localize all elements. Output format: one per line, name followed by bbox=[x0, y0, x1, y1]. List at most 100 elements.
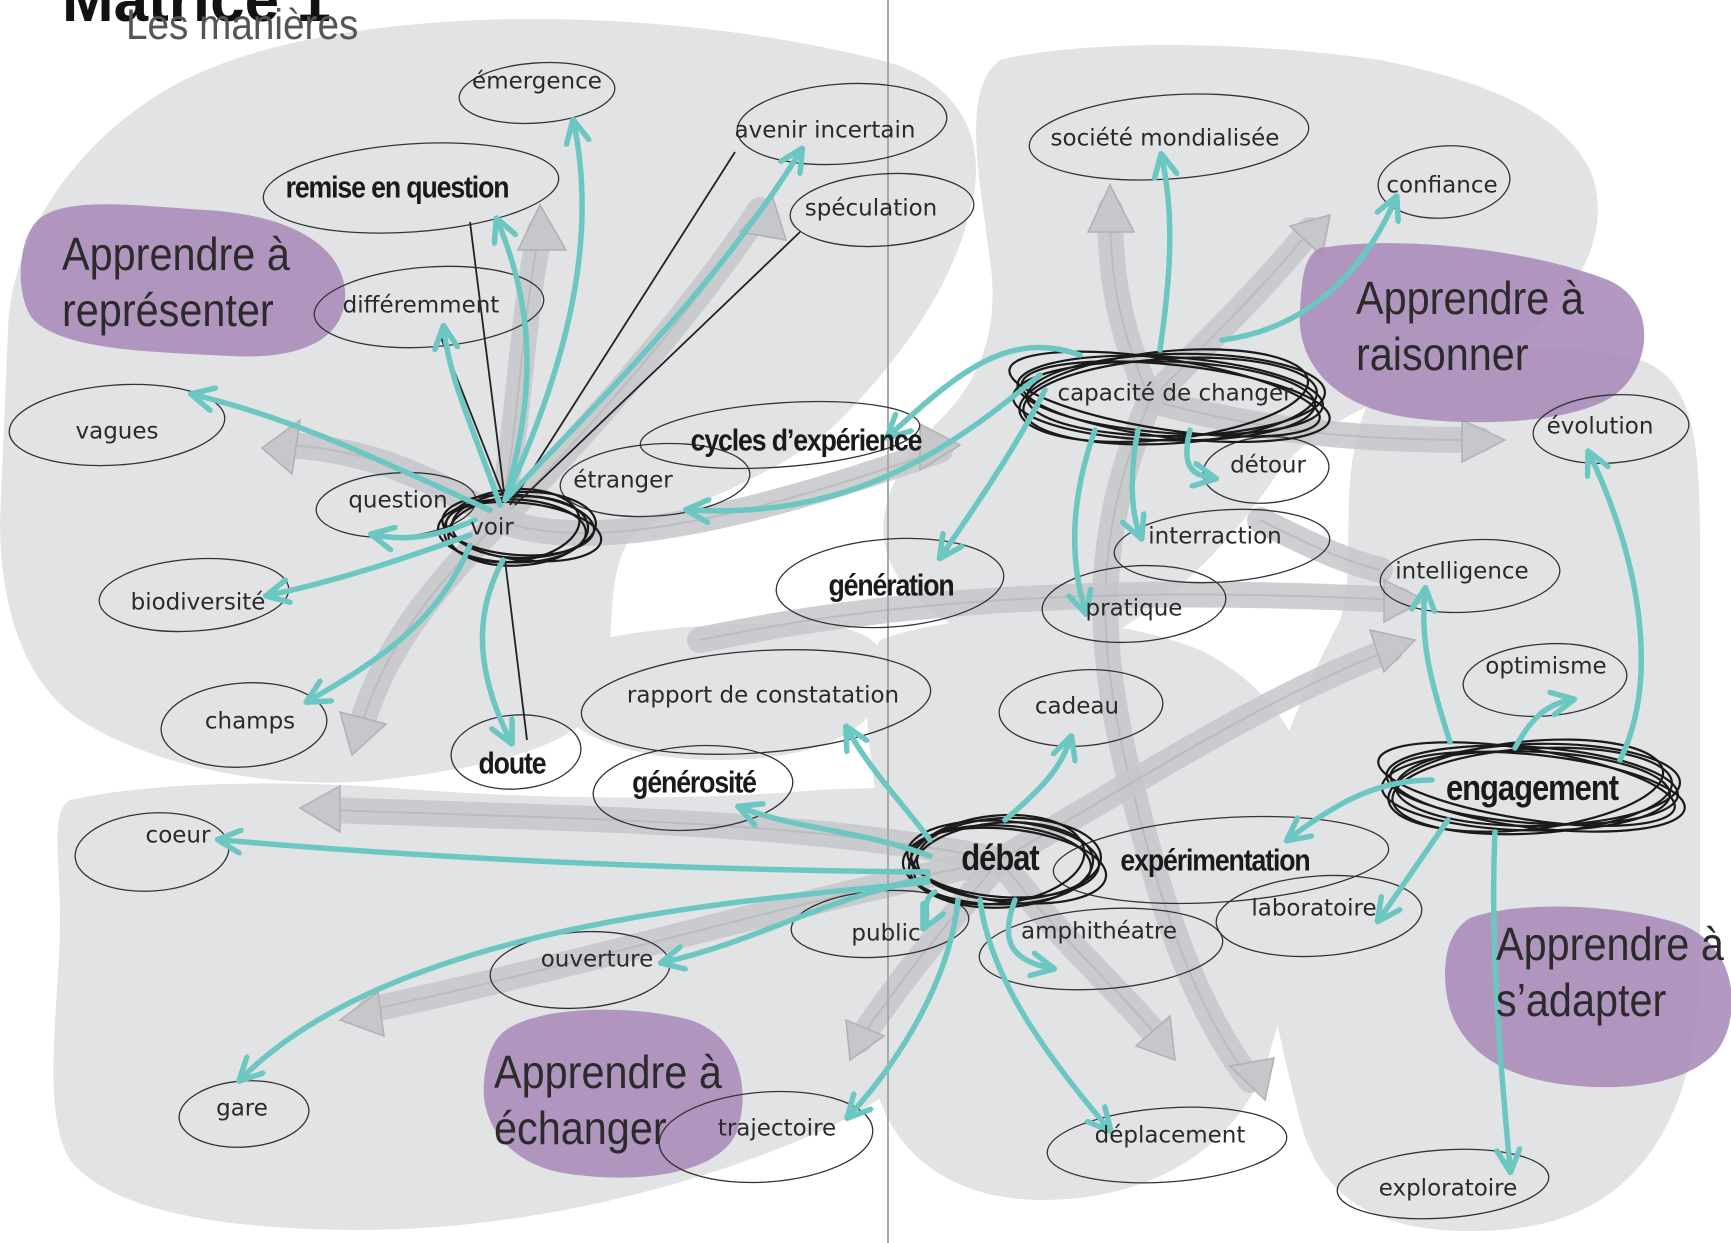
teal-arrow-9 bbox=[1160, 158, 1170, 353]
goal-raisonner: Apprendre à raisonner bbox=[1356, 270, 1584, 382]
teal-arrow-8 bbox=[479, 557, 510, 740]
goal-blob-representer bbox=[20, 204, 346, 357]
bg-blob-5 bbox=[550, 623, 888, 760]
black-line-0 bbox=[469, 221, 506, 501]
concept-speculation: spéculation bbox=[804, 195, 938, 222]
hub-scribble-2-3 bbox=[901, 824, 1092, 906]
goal-raisonner-line1: Apprendre à bbox=[1356, 272, 1584, 324]
bg-blob-0 bbox=[0, 19, 976, 783]
concept-evolution: évolution bbox=[1546, 413, 1654, 440]
concept-oval-2 bbox=[262, 142, 560, 234]
concept-vagues: vagues bbox=[75, 418, 159, 445]
hub-debat: débat bbox=[961, 837, 1039, 878]
concept-ouverture: ouverture bbox=[540, 946, 654, 973]
gray-arrowhead-10 bbox=[338, 990, 385, 1038]
concept-oval-32 bbox=[1046, 1106, 1288, 1184]
concept-remise-en-question: remise en question bbox=[285, 169, 510, 205]
teal-arrow-29 bbox=[925, 889, 935, 925]
teal-arrow-17 bbox=[1424, 592, 1453, 745]
concept-oval-4 bbox=[313, 265, 545, 349]
goal-echanger-line1: Apprendre à bbox=[494, 1046, 722, 1098]
concept-oval-16 bbox=[1113, 508, 1331, 584]
background-gray-arrows bbox=[260, 183, 1507, 1102]
hub-engagement: engagement bbox=[1445, 767, 1619, 808]
concept-oval-1 bbox=[736, 82, 948, 166]
concept-generation: génération bbox=[828, 567, 954, 603]
black-line-4 bbox=[504, 559, 528, 741]
concept-oval-22 bbox=[998, 669, 1164, 747]
concept-oval-5 bbox=[8, 383, 226, 467]
teal-arrow-30 bbox=[850, 897, 961, 1115]
gray-arrowhead-12 bbox=[1134, 1014, 1176, 1062]
concept-trajectoire: trajectoire bbox=[717, 1115, 837, 1142]
concept-oval-13 bbox=[1377, 145, 1511, 219]
concept-oval-8 bbox=[639, 400, 921, 470]
hub-scribble-3-5 bbox=[1389, 750, 1686, 833]
concept-oval-0 bbox=[458, 61, 616, 125]
concept-emergence: émergence bbox=[472, 68, 602, 95]
teal-arrow-11 bbox=[890, 344, 1083, 435]
teal-arrow-26 bbox=[222, 840, 931, 875]
teal-arrow-5 bbox=[375, 517, 478, 538]
concept-biodiversite: biodiversité bbox=[130, 589, 266, 616]
teal-arrow-21 bbox=[1380, 817, 1451, 918]
teal-arrow-14 bbox=[1075, 427, 1098, 610]
gray-arrow-edge-12 bbox=[999, 859, 1161, 1041]
concept-exploratoire: exploratoire bbox=[1378, 1175, 1518, 1202]
teal-arrow-1 bbox=[502, 152, 800, 503]
goal-adapter-line2: s’adapter bbox=[1496, 974, 1667, 1026]
teal-arrow-24 bbox=[1002, 740, 1070, 823]
teal-arrow-4 bbox=[195, 395, 493, 513]
black-connector-lines bbox=[439, 151, 801, 741]
teal-arrow-10 bbox=[1219, 200, 1395, 343]
teal-arrow-16 bbox=[1184, 427, 1212, 478]
concept-oval-11 bbox=[450, 714, 582, 790]
teal-arrow-15 bbox=[1132, 427, 1140, 535]
goal-echanger: Apprendre à échanger bbox=[494, 1044, 722, 1156]
concept-ovals bbox=[8, 61, 1690, 1220]
concept-oval-25 bbox=[1052, 815, 1390, 905]
teal-arrow-7 bbox=[310, 542, 473, 700]
goal-representer-line2: représenter bbox=[62, 284, 274, 336]
bg-blob-1 bbox=[883, 45, 1598, 651]
concept-oval-26 bbox=[1215, 874, 1423, 958]
concept-cadeau: cadeau bbox=[1034, 693, 1120, 720]
teal-arrow-2 bbox=[498, 222, 530, 503]
concept-public: public bbox=[851, 920, 921, 947]
concept-cycles-experience: cycles d’expérience bbox=[690, 422, 923, 458]
gray-arrowhead-7 bbox=[1461, 418, 1507, 464]
teal-arrow-18 bbox=[1512, 700, 1570, 751]
concept-oval-33 bbox=[1336, 1148, 1550, 1220]
goal-blob-adapter bbox=[1445, 906, 1731, 1088]
goal-blobs bbox=[20, 204, 1731, 1178]
hub-scribble-3-6 bbox=[1377, 741, 1676, 827]
goal-adapter-line1: Apprendre à bbox=[1496, 918, 1724, 970]
concept-champs: champs bbox=[204, 708, 296, 735]
concept-oval-3 bbox=[789, 172, 975, 248]
gray-arrow-edge-1 bbox=[499, 229, 541, 521]
goal-adapter: Apprendre à s’adapter bbox=[1496, 916, 1724, 1028]
concept-etranger: étranger bbox=[573, 467, 673, 494]
concept-optimisme: optimisme bbox=[1485, 653, 1607, 680]
teal-arrow-32 bbox=[1005, 897, 1050, 968]
hub-scribble-0-5 bbox=[444, 500, 603, 563]
black-line-2 bbox=[509, 151, 736, 506]
black-line-3 bbox=[514, 231, 801, 506]
goal-blob-echanger bbox=[483, 1009, 743, 1178]
concept-oval-7 bbox=[559, 442, 751, 518]
gray-arrowhead-8 bbox=[1228, 1057, 1275, 1102]
gray-arrowhead-13 bbox=[1368, 628, 1417, 674]
concept-oval-17 bbox=[775, 537, 1005, 629]
goal-blob-raisonner bbox=[1299, 243, 1645, 423]
concept-oval-14 bbox=[1532, 393, 1690, 465]
concept-amphitheatre: amphithéatre bbox=[1020, 918, 1178, 945]
teal-arrow-28 bbox=[242, 879, 931, 1078]
goal-raisonner-line2: raisonner bbox=[1356, 328, 1529, 380]
gray-arrowhead-9 bbox=[298, 784, 341, 834]
hub-scribble-0-4 bbox=[441, 493, 596, 557]
gray-arrowhead-0 bbox=[260, 418, 302, 476]
gray-arrowhead-14 bbox=[1383, 578, 1427, 624]
concept-oval-18 bbox=[1041, 564, 1227, 644]
concept-intelligence: intelligence bbox=[1395, 558, 1529, 585]
